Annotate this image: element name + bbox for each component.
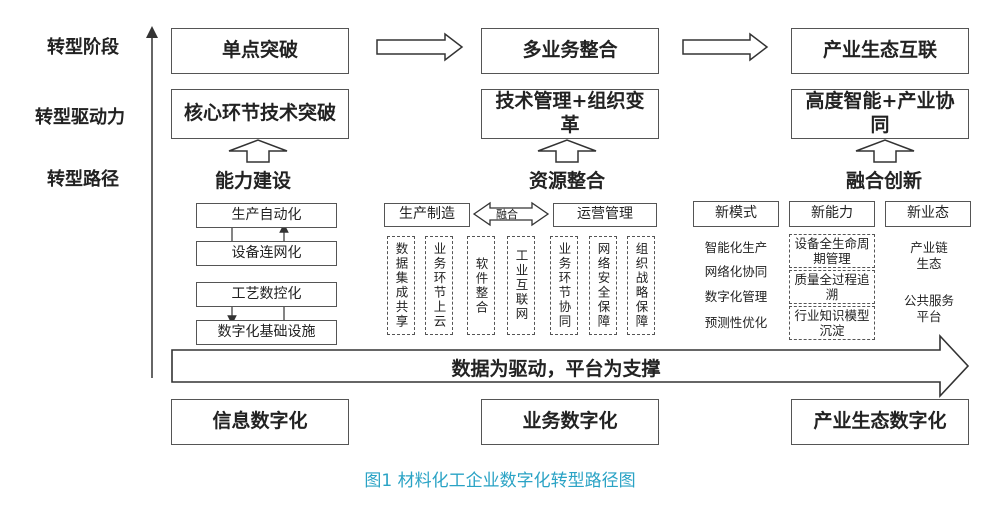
outcome-box-2: 业务数字化: [481, 399, 659, 445]
driver-box-3: 高度智能+产业协同: [791, 89, 969, 139]
driver-arrow-text: 数据为驱动，平台为支撑: [451, 358, 661, 380]
driver-box-2: 技术管理+组织变革: [481, 89, 659, 139]
ability-item-2: 质量全过程追溯: [789, 270, 875, 304]
resource-column-6: 网络安全保障: [589, 236, 617, 335]
capability-item-3: 工艺数控化: [196, 282, 337, 307]
fusion-label: 融合: [496, 208, 518, 221]
mode-item-3: 数字化管理: [704, 289, 768, 304]
resource-right-box: 运营管理: [553, 203, 657, 227]
innovation-header-mode: 新模式: [693, 201, 779, 227]
up-arrow-3: [855, 139, 915, 163]
innovation-header-ability: 新能力: [789, 201, 875, 227]
up-arrow-1: [228, 139, 288, 163]
row-label-driver: 转型驱动力: [35, 107, 125, 128]
resource-column-1: 数据集成共享: [387, 236, 415, 335]
path-label-1: 能力建设: [215, 170, 292, 192]
fusion-double-arrow: [472, 201, 550, 227]
capability-item-2: 设备连网化: [196, 241, 337, 266]
mode-item-2: 网络化协同: [704, 264, 768, 279]
path-label-2: 资源整合: [529, 170, 606, 192]
stage-arrow-2: [682, 32, 769, 62]
mode-item-1: 智能化生产: [704, 240, 768, 255]
capability-item-4: 数字化基础设施: [196, 320, 337, 345]
stage-box-3: 产业生态互联: [791, 28, 969, 74]
innovation-header-format: 新业态: [885, 201, 971, 227]
row-label-path: 转型路径: [47, 169, 119, 190]
resource-column-2: 业务环节上云: [425, 236, 453, 335]
driver-box-1: 核心环节技术突破: [171, 89, 349, 139]
format-item-2: 公共服务平台: [903, 293, 954, 325]
figure-caption: 图1 材料化工企业数字化转型路径图: [364, 471, 636, 491]
stage-box-2: 多业务整合: [481, 28, 659, 74]
format-item-1: 产业链生态: [910, 240, 948, 272]
row-label-stage: 转型阶段: [47, 37, 119, 58]
resource-column-5: 业务环节协同: [550, 236, 578, 335]
stage-arrow-1: [376, 32, 464, 62]
capability-item-1: 生产自动化: [196, 203, 337, 228]
resource-left-box: 生产制造: [384, 203, 470, 227]
ability-item-1: 设备全生命周期管理: [789, 234, 875, 268]
mode-item-4: 预测性优化: [704, 315, 768, 330]
resource-column-4: 工业互联网: [507, 236, 535, 335]
up-arrow-2: [537, 139, 597, 163]
big-driver-arrow: [171, 333, 970, 399]
outcome-box-1: 信息数字化: [171, 399, 349, 445]
resource-column-7: 组织战略保障: [627, 236, 655, 335]
ability-item-3: 行业知识模型沉淀: [789, 306, 875, 340]
path-label-3: 融合创新: [846, 170, 923, 192]
stage-box-1: 单点突破: [171, 28, 349, 74]
resource-column-3: 软件整合: [467, 236, 495, 335]
outcome-box-3: 产业生态数字化: [791, 399, 969, 445]
